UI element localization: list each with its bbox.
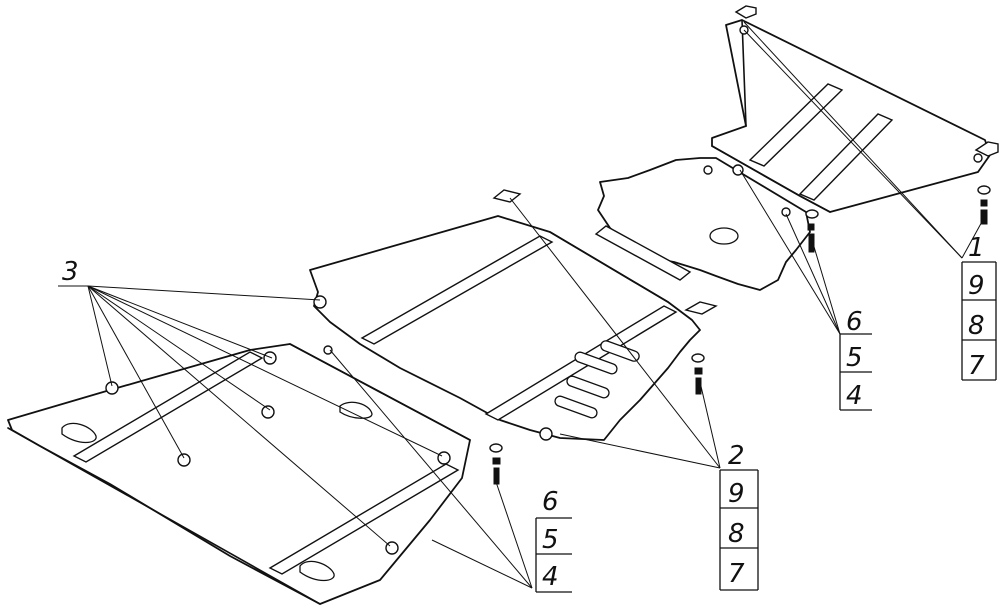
label-center-3: 8	[728, 519, 745, 549]
label-center-1: 2	[728, 441, 745, 471]
callout-3-leaders	[58, 285, 443, 547]
label-stack-upper-mid: 6 5 4	[839, 307, 872, 411]
center-skid-plate	[309, 189, 718, 441]
callout-3: 3	[62, 257, 79, 287]
label-right-2: 9	[968, 271, 985, 301]
rear-skid-plate	[711, 5, 999, 213]
front-plate-slots	[61, 401, 373, 582]
upper-mid-hardware-stack	[732, 164, 819, 253]
label-left-1: 6	[542, 487, 559, 517]
label-upper-mid-2: 5	[846, 343, 863, 373]
label-right-4: 7	[968, 351, 985, 381]
label-center-4: 7	[728, 559, 745, 589]
label-stack-left: 6 5 4	[535, 487, 572, 593]
mount-bracket-top	[734, 5, 999, 157]
label-center-2: 9	[728, 479, 745, 509]
label-left-2: 5	[542, 525, 559, 555]
rear-hardware-stack	[977, 185, 991, 225]
transmission-skid-plate	[594, 157, 811, 291]
group-left-leaders	[329, 349, 533, 589]
group-center-leaders	[509, 197, 721, 469]
label-left-3: 4	[542, 562, 559, 592]
group-upper-mid-leaders	[739, 169, 841, 335]
center-plate-slots	[554, 340, 640, 419]
front-skid-plate	[7, 343, 471, 605]
label-right-3: 8	[968, 311, 985, 341]
label-right-1: 1	[968, 233, 985, 263]
callout-3-label: 3	[62, 257, 79, 287]
label-stack-right: 1 9 8 7	[961, 233, 997, 381]
label-stack-center: 2 9 8 7	[719, 441, 759, 591]
label-upper-mid-1: 6	[846, 307, 863, 337]
group-right-leaders	[743, 21, 985, 259]
label-upper-mid-3: 4	[846, 381, 863, 411]
